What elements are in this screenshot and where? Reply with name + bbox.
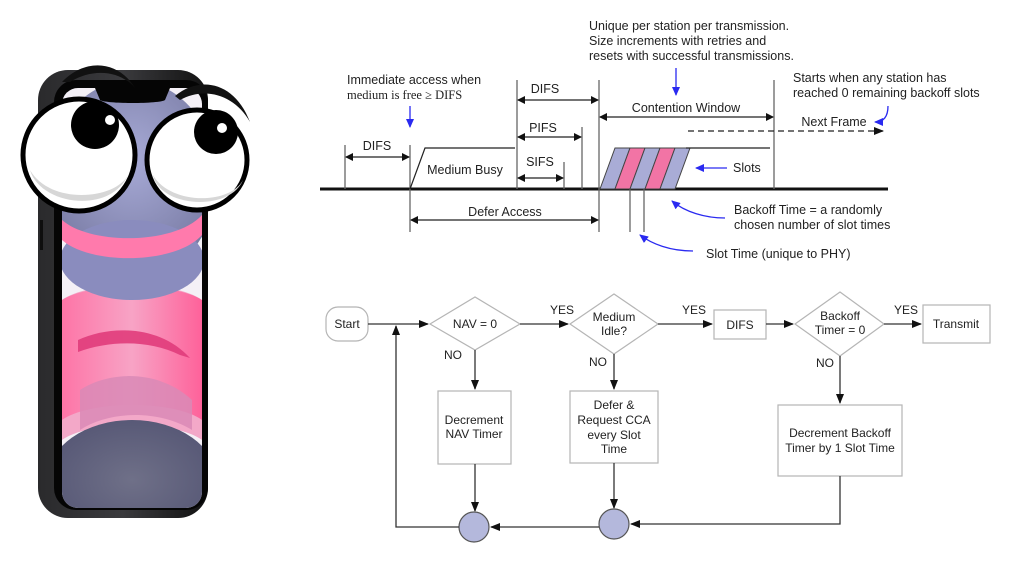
backoff-annotation-2: chosen number of slot times — [734, 218, 890, 232]
yes-label-3: YES — [894, 303, 918, 317]
transmit-label: Transmit — [933, 317, 980, 331]
defer-box — [569, 390, 659, 464]
loop-back-arrow — [392, 325, 459, 528]
difs-box-label: DIFS — [726, 318, 753, 332]
nav-check-label: NAV = 0 — [453, 317, 497, 331]
timing-diagram: DIFS Medium Busy DIFS PIFS SIFS Defer Ac… — [320, 19, 980, 261]
defer-label-1: Defer & — [594, 398, 635, 412]
contention-window-label: Contention Window — [632, 101, 741, 115]
backoff-check-label-1: Backoff — [820, 309, 860, 323]
defer-access-label: Defer Access — [468, 205, 542, 219]
decrement-backoff-label-1: Decrement Backoff — [789, 426, 891, 440]
backoff-check-label-2: Timer = 0 — [815, 323, 866, 337]
slots-label: Slots — [733, 161, 761, 175]
starts-annotation-2: reached 0 remaining backoff slots — [793, 86, 980, 100]
immediate-access-annotation-2: medium is free ≥ DIFS — [347, 88, 462, 102]
right-eyebrow — [175, 84, 250, 122]
left-eye-icon — [20, 96, 138, 214]
yes-label-2: YES — [682, 303, 706, 317]
no-label-1: NO — [444, 348, 462, 362]
difs-top-label: DIFS — [531, 82, 559, 96]
difs-left-label: DIFS — [363, 139, 391, 153]
start-label: Start — [334, 317, 360, 331]
decrement-nav-box — [437, 390, 512, 465]
slot-time-annotation: Slot Time (unique to PHY) — [706, 247, 851, 261]
defer-label-2: Request CCA — [577, 413, 650, 427]
medium-busy-label: Medium Busy — [427, 163, 503, 177]
backoff-slots — [599, 147, 691, 190]
pifs-label: PIFS — [529, 121, 557, 135]
unique-annotation-1: Unique per station per transmission. — [589, 19, 789, 33]
phone-mascot — [20, 65, 250, 518]
no-label-3: NO — [816, 356, 834, 370]
yes-label-1: YES — [550, 303, 574, 317]
transmit-box — [922, 304, 991, 344]
join-node-left — [458, 511, 490, 543]
sifs-label: SIFS — [526, 155, 554, 169]
no-label-2: NO — [589, 355, 607, 369]
unique-annotation-2: Size increments with retries and — [589, 34, 766, 48]
difs-box — [713, 309, 767, 340]
right-eye-icon — [144, 107, 250, 213]
decrement-nav-label-2: NAV Timer — [445, 427, 502, 441]
decrement-nav-label-1: Decrement — [445, 413, 504, 427]
left-eyebrow — [62, 65, 135, 88]
next-frame-label: Next Frame — [801, 115, 866, 129]
join-node-right — [598, 508, 630, 540]
defer-label-3: every Slot — [587, 428, 641, 442]
medium-idle-label-1: Medium — [593, 310, 636, 324]
decrement-backoff-box — [777, 404, 903, 477]
medium-idle-label-2: Idle? — [601, 324, 627, 338]
starts-annotation-1: Starts when any station has — [793, 71, 947, 85]
backoff-annotation-1: Backoff Time = a randomly — [734, 203, 883, 217]
medium-busy-shape — [409, 147, 515, 190]
decrement-backoff-label-2: Timer by 1 Slot Time — [785, 441, 895, 455]
defer-label-4: Time — [601, 442, 628, 456]
immediate-access-annotation: Immediate access when — [347, 73, 481, 87]
flowchart: Start NAV = 0 YES Medium Idle? YES DIFS … — [325, 291, 991, 543]
unique-annotation-3: resets with successful transmissions. — [589, 49, 794, 63]
